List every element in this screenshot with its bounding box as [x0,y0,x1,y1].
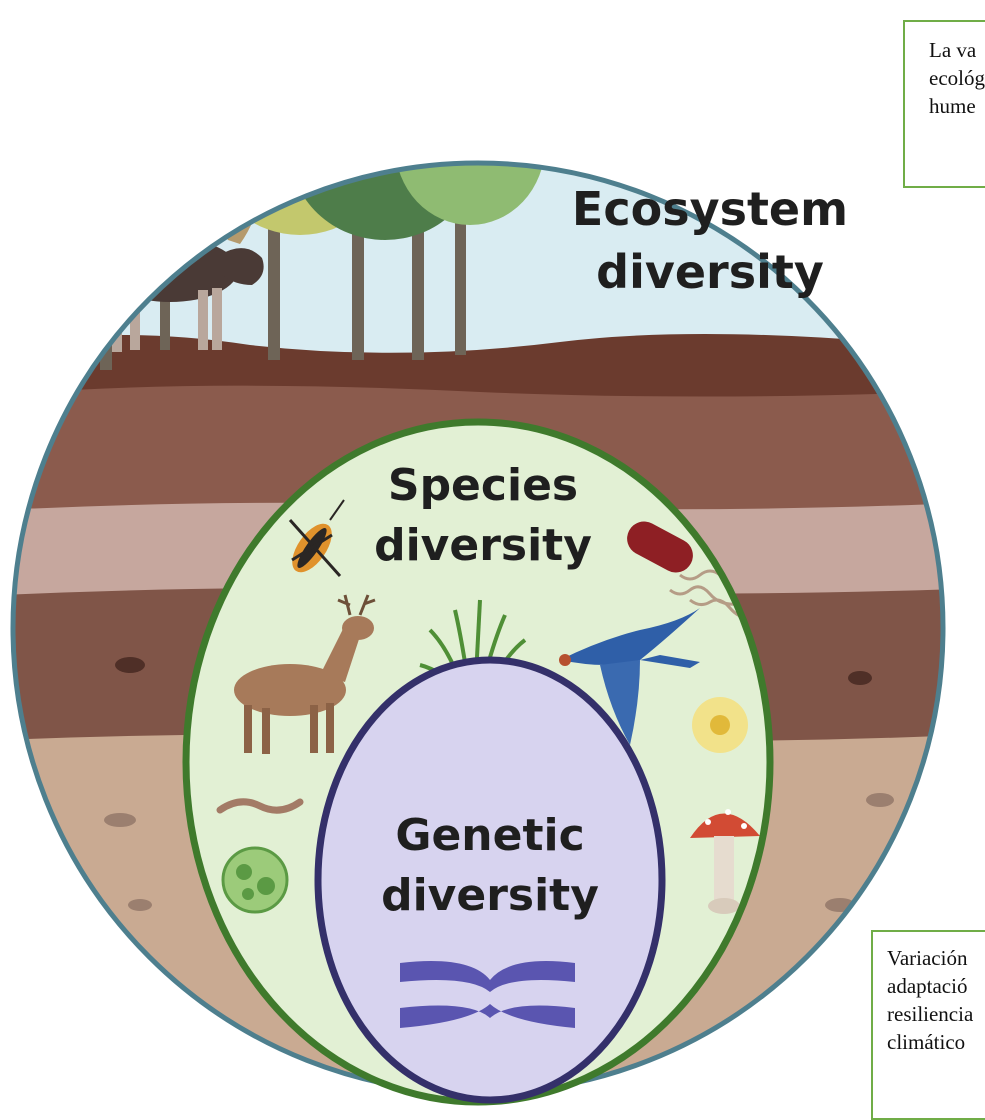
genetic-label-line1: Genetic [395,810,584,861]
note-top-line-2: ecológ [929,64,985,92]
flower-icon [692,697,748,753]
species-label-line1: Species [388,460,578,511]
algae-cell-icon [223,848,287,912]
note-bottom-line-1: Variación [887,944,985,972]
tree-icon [0,40,545,370]
note-box-bottom: Variación adaptació resiliencia climátic… [871,930,985,1120]
note-top-line-3: hume [929,92,985,120]
ecosystem-label-line2: diversity [596,245,824,299]
note-box-top: La va ecológ hume [903,20,985,188]
note-top-line-1: La va [929,36,985,64]
ecosystem-label-line1: Ecosystem [572,182,848,236]
genetic-label-line2: diversity [381,870,599,921]
species-label-line2: diversity [374,520,592,571]
note-bottom-line-3: resiliencia [887,1000,985,1028]
note-bottom-line-2: adaptació [887,972,985,1000]
note-bottom-line-4: climático [887,1028,985,1056]
